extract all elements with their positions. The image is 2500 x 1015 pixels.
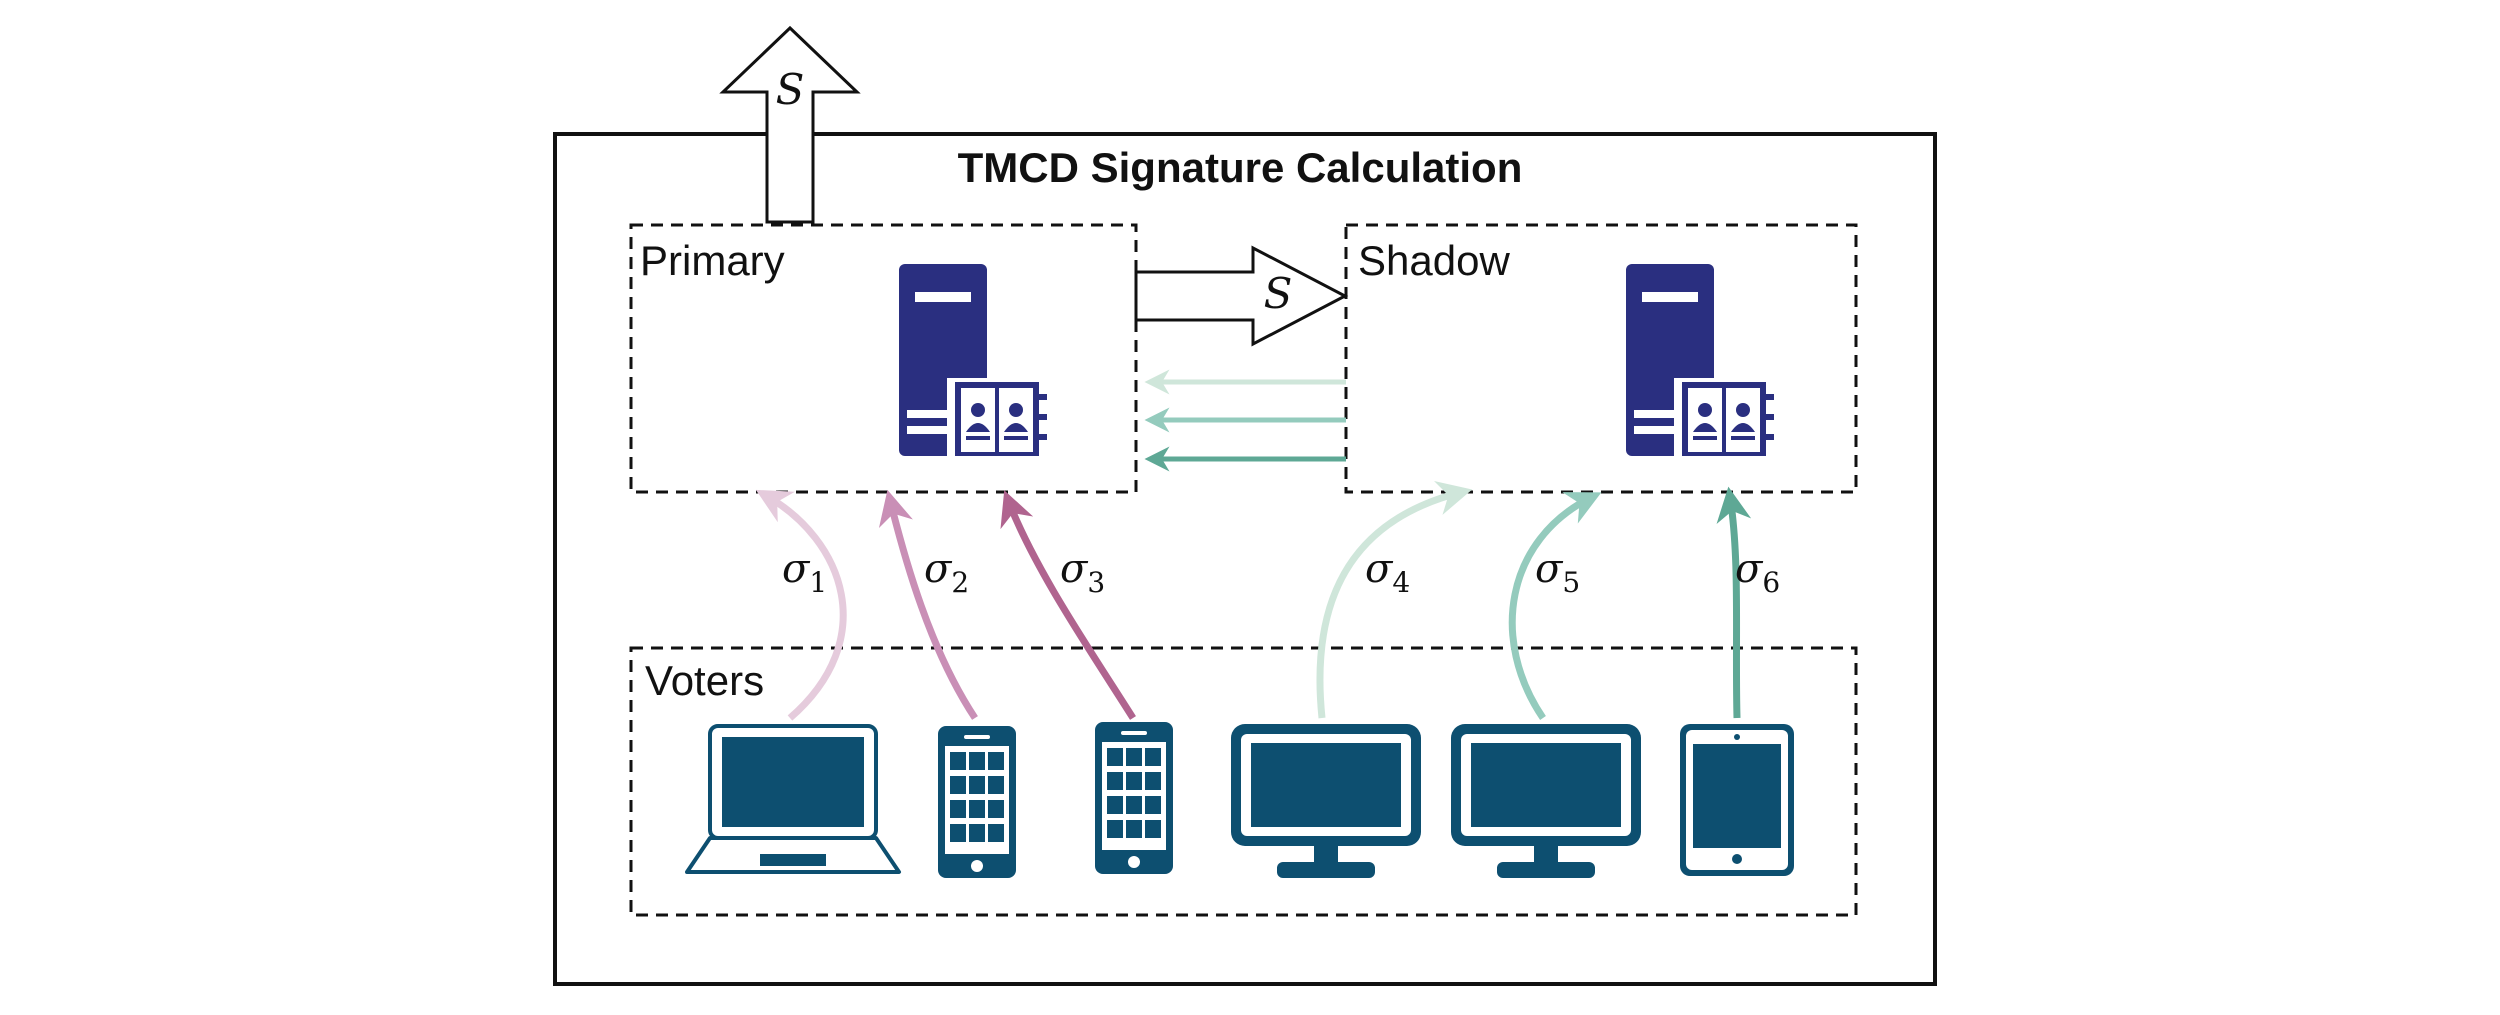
signature-arrow-2 <box>878 489 978 720</box>
signature-label-5: σ5 <box>1535 546 1580 599</box>
signature-label-3: σ3 <box>1060 546 1105 599</box>
signature-label-2: σ2 <box>924 546 969 599</box>
signature-arrow-5 <box>1508 492 1602 720</box>
smartphone-icon-1 <box>938 726 1016 878</box>
shadow-group-label: Shadow <box>1358 237 1510 284</box>
transfer-arrow-label: S <box>1264 269 1293 318</box>
signature-label-4: σ4 <box>1365 546 1410 599</box>
signature-arrow-4 <box>1316 480 1473 719</box>
voters-group-box <box>629 646 1858 917</box>
desktop-monitor-icon-1 <box>1231 724 1421 878</box>
outer-frame <box>553 132 1937 986</box>
smartphone-icon-2 <box>1095 722 1173 874</box>
signature-arrow-1 <box>755 489 847 721</box>
shadow-group-box <box>1344 223 1858 494</box>
transfer-arrow: S <box>1134 245 1349 347</box>
signature-label-1: σ1 <box>782 546 827 599</box>
laptop-icon <box>685 724 901 874</box>
diagram-title: TMCD Signature Calculation <box>958 144 1523 191</box>
tablet-icon <box>1680 724 1794 876</box>
shadow-server-icon <box>1626 264 1774 460</box>
signature-label-6: σ6 <box>1735 546 1780 599</box>
signature-arrow-3 <box>1000 490 1136 720</box>
signature-arrow-6 <box>1716 486 1752 719</box>
desktop-monitor-icon-2 <box>1451 724 1641 878</box>
output-arrow-label: S <box>776 65 805 114</box>
output-arrow: S <box>719 25 861 224</box>
primary-server-icon <box>899 264 1047 460</box>
voters-group-label: Voters <box>645 657 764 704</box>
primary-group-label: Primary <box>640 237 785 284</box>
